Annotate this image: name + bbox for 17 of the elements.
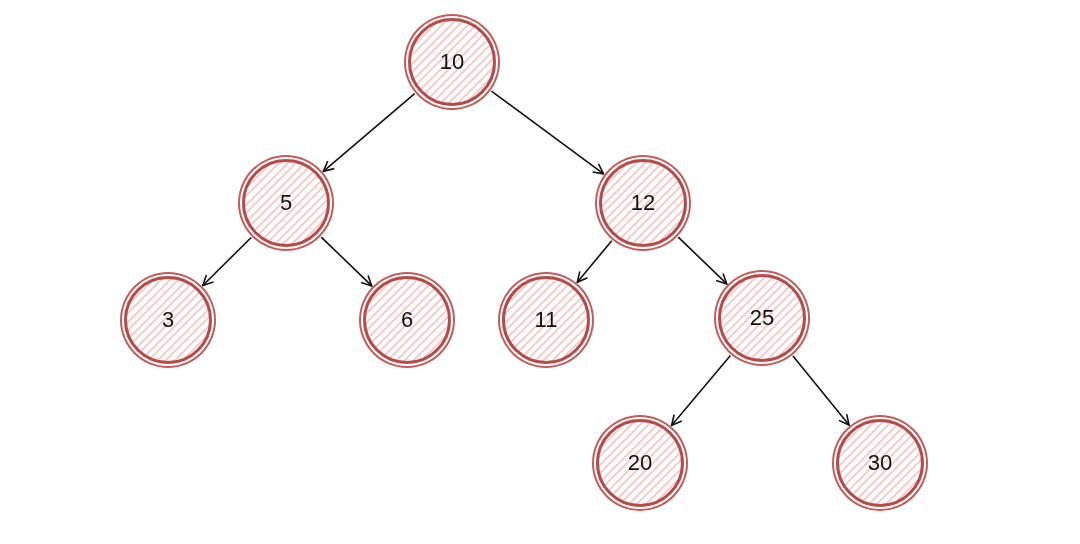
node-value: 3 [161, 307, 175, 333]
node-value: 20 [627, 450, 653, 476]
arrow [322, 92, 416, 173]
arrow [677, 236, 728, 285]
node-value: 5 [279, 190, 293, 216]
arrow [792, 355, 850, 426]
node-value: 10 [439, 49, 465, 75]
arrow [670, 354, 732, 427]
arrow [202, 236, 252, 287]
arrow [576, 239, 613, 284]
node-value: 30 [867, 450, 893, 476]
node-value: 25 [749, 305, 775, 331]
node-value: 6 [400, 307, 414, 333]
node-value: 12 [630, 190, 656, 216]
node-value: 11 [534, 307, 558, 333]
arrow [320, 236, 373, 287]
arrow [490, 90, 605, 175]
